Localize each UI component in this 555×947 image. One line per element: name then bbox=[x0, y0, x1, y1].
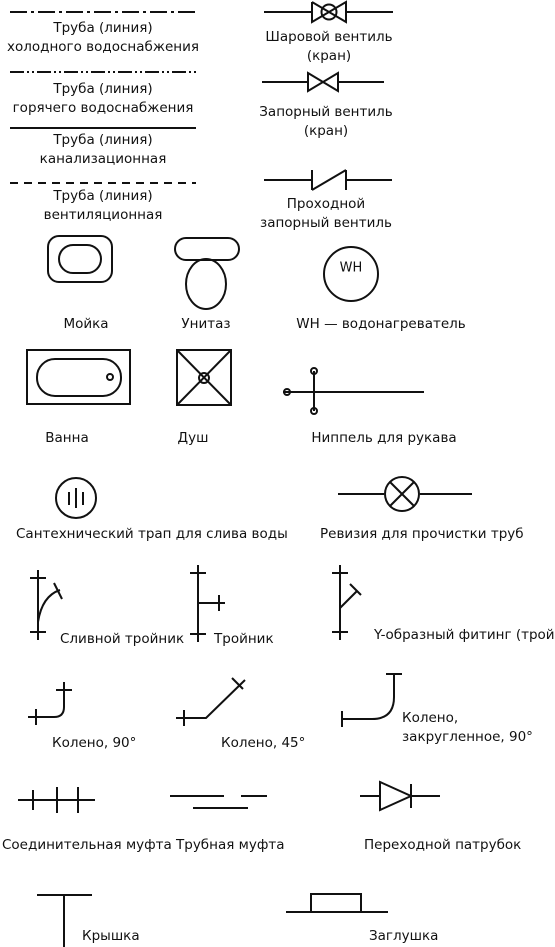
plug-symbol bbox=[286, 893, 388, 913]
water-heater-symbol-text: WH bbox=[339, 260, 363, 276]
reducer-symbol bbox=[360, 780, 440, 812]
floor-drain-label: Сантехнический трап для слива воды bbox=[16, 526, 288, 542]
hose-nipple-label: Ниппель для рукава bbox=[311, 430, 457, 446]
toilet-label: Унитаз bbox=[181, 316, 231, 332]
elbow-90-label: Колено, 90° bbox=[52, 735, 137, 751]
shutoff-valve-symbol bbox=[262, 71, 384, 93]
shutoff-valve-label: Запорный вентиль (кран) bbox=[259, 104, 393, 139]
straight-valve-symbol bbox=[264, 169, 392, 191]
cleanout-label: Ревизия для прочистки труб bbox=[320, 526, 524, 542]
water-heater-label: WH — водонагреватель bbox=[296, 316, 466, 332]
floor-drain-symbol bbox=[55, 477, 97, 519]
y-fitting-symbol bbox=[332, 565, 362, 640]
ball-valve-label: Шаровой вентиль (кран) bbox=[265, 29, 393, 64]
coupling-label: Соединительная муфта bbox=[2, 837, 172, 853]
y-fitting-label: Y-образный фитинг (тройник) bbox=[374, 627, 555, 643]
cold-water-pipe-label: Труба (линия) холодного водоснабжения bbox=[6, 20, 200, 55]
bathtub-label: Ванна bbox=[45, 430, 89, 446]
cleanout-symbol bbox=[338, 476, 472, 512]
drain-tee-symbol bbox=[30, 570, 63, 640]
plug-label: Заглушка bbox=[369, 928, 439, 944]
drain-tee-label: Сливной тройник bbox=[60, 631, 185, 647]
sink-label: Мойка bbox=[63, 316, 109, 332]
shower-symbol bbox=[176, 349, 232, 406]
toilet-symbol bbox=[174, 237, 240, 310]
hot-water-pipe-label: Труба (линия) горячего водоснабжения bbox=[12, 81, 194, 116]
sink-symbol bbox=[47, 235, 113, 283]
reducer-label: Переходной патрубок bbox=[364, 837, 522, 853]
pipe-coupling-symbol bbox=[170, 795, 267, 809]
long-elbow-90-label: Колено, закругленное, 90° bbox=[402, 710, 533, 745]
tee-label: Тройник bbox=[214, 631, 274, 647]
pipe-coupling-label: Трубная муфта bbox=[176, 837, 285, 853]
hose-nipple-symbol bbox=[283, 367, 424, 415]
cap-symbol bbox=[37, 894, 92, 947]
water-heater-symbol bbox=[323, 246, 379, 302]
bathtub-symbol bbox=[26, 349, 131, 405]
long-elbow-90-symbol bbox=[341, 673, 402, 727]
elbow-90-symbol bbox=[28, 682, 72, 725]
shower-label: Душ bbox=[177, 430, 209, 446]
ball-valve-symbol bbox=[264, 0, 393, 24]
straight-valve-label: Проходной запорный вентиль bbox=[260, 196, 392, 231]
cap-label: Крышка bbox=[82, 928, 140, 944]
elbow-45-label: Колено, 45° bbox=[221, 735, 306, 751]
coupling-symbol bbox=[18, 787, 95, 813]
elbow-45-symbol bbox=[176, 677, 246, 726]
sewer-pipe-label: Труба (линия) канализационная bbox=[39, 132, 167, 167]
tee-symbol bbox=[190, 565, 225, 642]
vent-pipe-label: Труба (линия) вентиляционная bbox=[43, 188, 163, 223]
